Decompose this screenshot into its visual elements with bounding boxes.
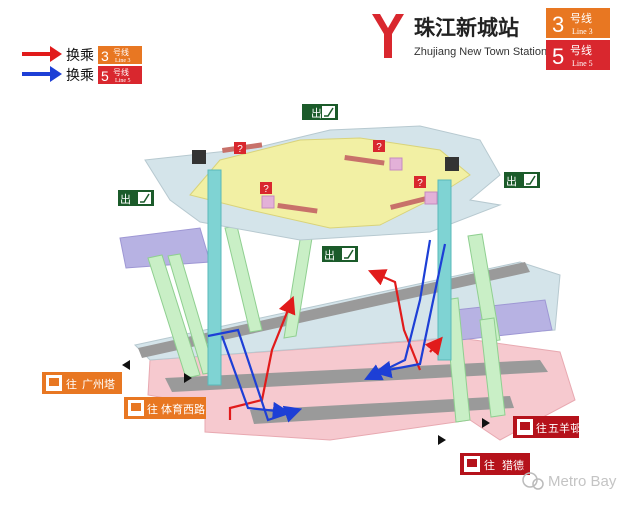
arrow-left-icon xyxy=(122,360,130,370)
station-logo xyxy=(372,14,404,58)
legend-line5-badge xyxy=(98,66,142,84)
station-name-en: Zhujiang New Town Station xyxy=(414,46,547,58)
question-icon: ? xyxy=(234,142,246,155)
legend-line5-number: 5 xyxy=(101,68,109,84)
question-icon: ? xyxy=(260,182,272,195)
exit-sign-top: 出 xyxy=(302,104,338,120)
destination-tiyu-xilu: 往 体育西路 xyxy=(124,397,206,419)
svg-text:出: 出 xyxy=(324,248,335,262)
watermark-text: Metro Bay xyxy=(548,473,617,490)
question-icon: ? xyxy=(373,140,385,153)
svg-text:往: 往 xyxy=(484,458,495,472)
svg-text:往: 往 xyxy=(147,402,158,416)
arrow-right-icon xyxy=(184,373,192,383)
svg-text:往: 往 xyxy=(536,421,547,435)
legend-line3-badge xyxy=(98,46,142,64)
destination-wuyangcun: 往 五羊邨 xyxy=(513,416,581,438)
legend-line3-label-en: Line 3 xyxy=(115,58,131,64)
arrow-right-icon xyxy=(482,418,490,428)
legend-line5-label-en: Line 5 xyxy=(115,78,131,84)
legend-transfer-line3: 换乘 3 号线 Line 3 xyxy=(22,46,142,64)
escalator-icon xyxy=(344,249,354,259)
escalator-icon xyxy=(324,107,334,117)
exit-sign-middle: 出 xyxy=(322,246,358,262)
destination-guangzhou-tower: 往 广州塔 xyxy=(42,372,122,394)
legend-line3-number: 3 xyxy=(101,48,109,64)
svg-text:体育西路: 体育西路 xyxy=(161,402,205,416)
svg-text:猎德: 猎德 xyxy=(502,458,524,472)
track-bed xyxy=(138,262,530,358)
line5-badge-bg xyxy=(546,40,610,70)
svg-text:?: ? xyxy=(237,144,243,155)
svg-text:?: ? xyxy=(263,184,269,195)
line5-badge: 5 号线 Line 5 xyxy=(546,40,610,70)
escalator-icon xyxy=(140,193,150,203)
line3-badge-bg xyxy=(546,8,610,38)
svg-text:出: 出 xyxy=(506,174,517,188)
svg-text:出: 出 xyxy=(311,106,322,120)
red-arrow-icon xyxy=(22,46,62,62)
legend-line5-label-cn: 号线 xyxy=(113,67,129,77)
guangzhou-metro-logo-icon xyxy=(372,14,404,58)
direction-ticks xyxy=(122,360,490,445)
legend-transfer-line5: 换乘 5 号线 Line 5 xyxy=(22,66,142,84)
ticket-machine-icon xyxy=(445,157,459,171)
info-icons: ? ? ? ? xyxy=(234,140,426,195)
legend-transfer-label: 换乘 xyxy=(66,47,94,64)
line3-label-en: Line 3 xyxy=(572,27,593,36)
line3-label-cn: 号线 xyxy=(570,11,592,25)
blue-arrow-icon xyxy=(22,66,62,82)
line5-number: 5 xyxy=(552,44,564,69)
transfer-routes-line5 xyxy=(207,239,447,423)
ticket-machine-icons xyxy=(192,150,459,171)
svg-text:?: ? xyxy=(417,178,423,189)
svg-text:?: ? xyxy=(376,142,382,153)
side-platform-left xyxy=(119,227,211,269)
track-bed xyxy=(250,396,514,424)
ticket-machine-icon xyxy=(192,150,206,164)
svg-text:往: 往 xyxy=(66,377,77,391)
exit-sign-left: 出 xyxy=(118,190,154,206)
destination-liede: 往 猎德 xyxy=(460,453,530,475)
svg-text:五羊邨: 五羊邨 xyxy=(548,421,581,435)
watermark: Metro Bay xyxy=(522,472,617,490)
line5-label-en: Line 5 xyxy=(572,59,593,68)
exit-sign-right: 出 xyxy=(504,172,540,188)
wechat-icon xyxy=(522,472,538,488)
elevator-shaft-right xyxy=(437,179,452,361)
elevator-shaft-left xyxy=(207,169,222,386)
question-icon: ? xyxy=(414,176,426,189)
svg-text:广州塔: 广州塔 xyxy=(82,378,115,391)
elevator-shafts xyxy=(207,169,452,386)
station-name-cn: 珠江新城站 xyxy=(414,16,519,40)
line3-badge: 3 号线 Line 3 xyxy=(546,8,610,38)
legend-line3-label-cn: 号线 xyxy=(113,47,129,57)
escalator-icon xyxy=(526,175,536,185)
service-kiosks xyxy=(261,157,438,209)
legend-transfer-label: 换乘 xyxy=(66,67,94,84)
line5-label-cn: 号线 xyxy=(570,43,592,57)
arrow-right-icon xyxy=(438,435,446,445)
svg-text:出: 出 xyxy=(120,192,131,206)
line3-number: 3 xyxy=(552,12,564,37)
